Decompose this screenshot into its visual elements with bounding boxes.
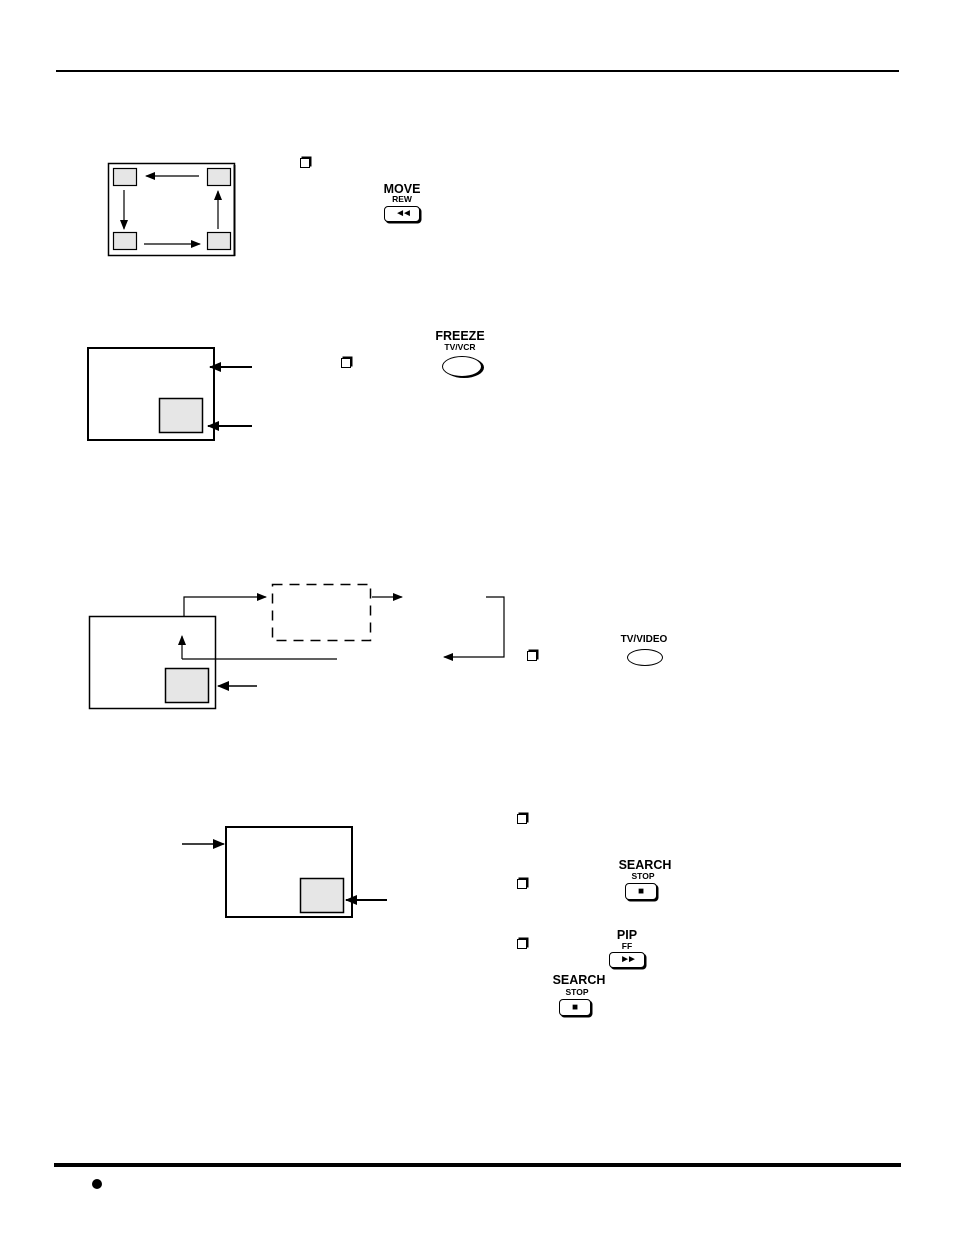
checkbox-bullet	[300, 158, 310, 168]
pip-ff-button[interactable]: ►►	[609, 952, 645, 968]
search-diagram	[182, 826, 387, 918]
pip-window	[299, 877, 345, 914]
stop-icon: ■	[637, 885, 645, 897]
stop-icon: ■	[571, 1001, 579, 1013]
freeze-diagram	[87, 347, 252, 441]
freeze-label: FREEZE	[435, 329, 485, 343]
stop-label: STOP	[565, 987, 589, 997]
pip-window-bottom-left	[112, 231, 138, 251]
move-rew-button[interactable]: ◄◄	[384, 206, 420, 222]
freeze-button[interactable]	[442, 356, 482, 377]
tv-video-label: TV/VIDEO	[620, 634, 668, 645]
pip-window	[164, 667, 210, 704]
checkbox-bullet	[517, 814, 527, 824]
pip-window-bottom-right	[206, 231, 232, 251]
pip-label: PIP	[616, 928, 638, 942]
tv-video-button[interactable]	[627, 649, 663, 666]
footer-bullet-icon	[92, 1179, 102, 1189]
rewind-icon: ◄◄	[395, 208, 412, 219]
pip-window	[158, 397, 204, 434]
search-stop-button[interactable]: ■	[625, 883, 657, 900]
pip-window-top-right	[206, 167, 232, 187]
rew-label: REW	[392, 194, 412, 204]
fast-forward-icon: ►►	[620, 954, 637, 965]
pip-move-cycle-diagram	[107, 162, 236, 257]
tv-vcr-label: TV/VCR	[444, 342, 476, 352]
move-label: MOVE	[383, 182, 421, 196]
source-cycle-diagram	[88, 583, 505, 710]
stop-label: STOP	[631, 871, 655, 881]
search-stop-button[interactable]: ■	[559, 999, 591, 1016]
checkbox-bullet	[341, 358, 351, 368]
search-label: SEARCH	[618, 858, 672, 872]
checkbox-bullet	[517, 939, 527, 949]
footer-rule	[54, 1163, 901, 1167]
checkbox-bullet	[527, 651, 537, 661]
checkbox-bullet	[517, 879, 527, 889]
pip-window-top-left	[112, 167, 138, 187]
search-label: SEARCH	[552, 973, 606, 987]
ff-label: FF	[621, 941, 633, 951]
header-rule	[56, 70, 899, 72]
video-source-box	[271, 583, 372, 642]
